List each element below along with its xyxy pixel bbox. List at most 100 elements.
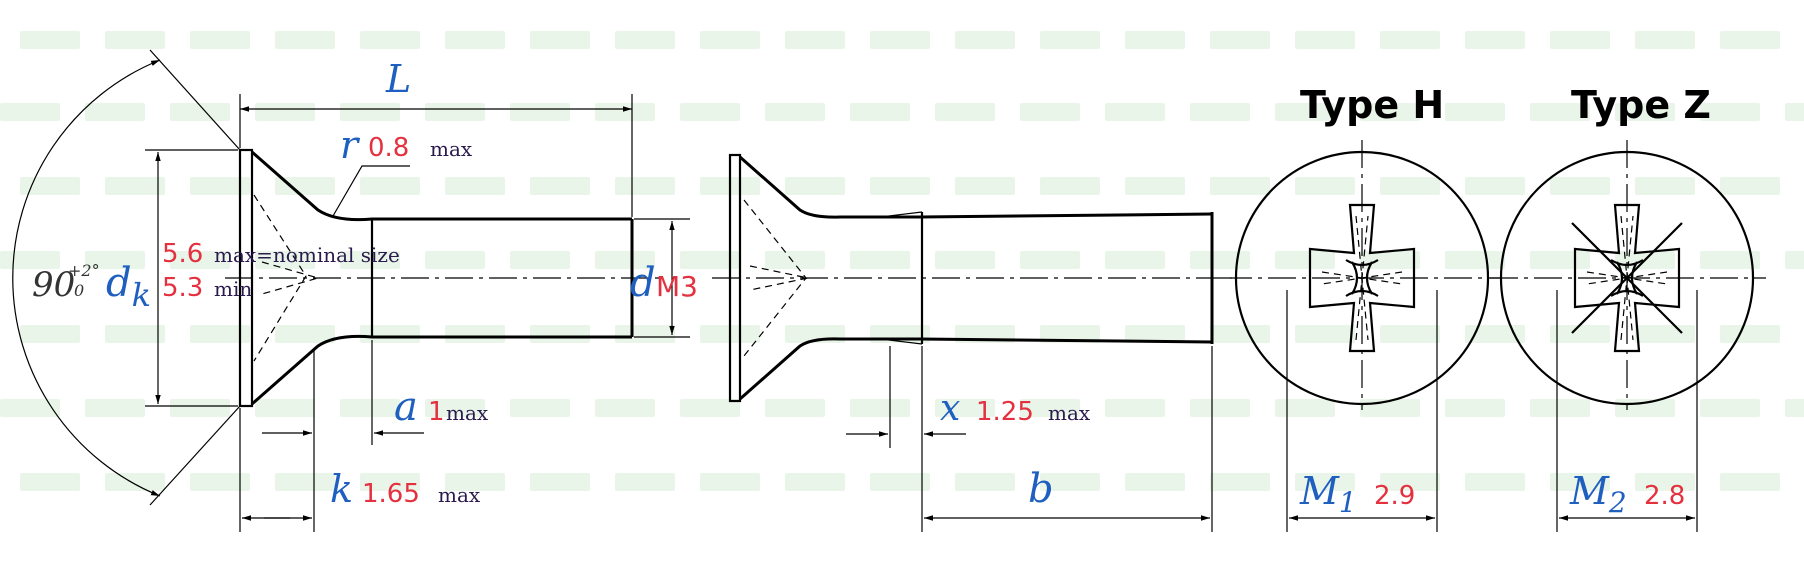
watermark-tile [1550, 177, 1610, 195]
m2-subscript: 2 [1608, 486, 1627, 519]
watermark-tile [1785, 103, 1804, 121]
k-symbol: k [330, 467, 353, 511]
side-view-dimensioned [12, 49, 690, 532]
watermark-tile [765, 251, 825, 269]
watermark-tile [1105, 103, 1165, 121]
type-h-recess [1224, 140, 1502, 532]
watermark-tile [1275, 399, 1335, 417]
watermark-tile [935, 399, 995, 417]
x-value: 1.25 [976, 397, 1034, 427]
watermark-tile [1295, 473, 1355, 491]
watermark-tile [680, 103, 740, 121]
watermark-tile [0, 103, 60, 121]
watermark-tile [1125, 177, 1185, 195]
watermark-tile [1275, 103, 1335, 121]
angle-tolerance-lower: 0 [74, 281, 84, 300]
watermark-tile [0, 251, 60, 269]
watermark-tile [510, 399, 570, 417]
watermark-tile [680, 251, 740, 269]
watermark-tile [595, 251, 655, 269]
watermark-tile [1530, 103, 1590, 121]
watermark-tile [700, 31, 760, 49]
dk-symbol: d [106, 260, 132, 306]
watermark-tile [1295, 325, 1355, 343]
watermark-tile [360, 325, 420, 343]
type-h-title: Type H [1300, 83, 1444, 127]
watermark-tile [105, 325, 165, 343]
watermark-tile [850, 399, 910, 417]
watermark-tile [1380, 177, 1440, 195]
watermark-tile [1635, 177, 1695, 195]
x-symbol: x [940, 388, 960, 429]
svg-text:M1: M1 [1299, 469, 1357, 519]
watermark-tile [530, 473, 590, 491]
watermark-tile [765, 399, 825, 417]
watermark-tile [1445, 103, 1505, 121]
dk-subscript: k [132, 276, 151, 314]
d-symbol: d [630, 260, 656, 306]
watermark-tile [1785, 251, 1804, 269]
watermark-tile [1530, 399, 1590, 417]
watermark-tile [615, 473, 675, 491]
k-limit: max [438, 483, 481, 507]
watermark-tile [615, 325, 675, 343]
watermark-tile [955, 177, 1015, 195]
watermark-tile [615, 177, 675, 195]
watermark-tile [275, 177, 335, 195]
watermark-tile [340, 103, 400, 121]
watermark-tile [1635, 325, 1695, 343]
watermark-tile [445, 177, 505, 195]
watermark-tile [1465, 31, 1525, 49]
watermark-tile [510, 103, 570, 121]
watermark-tile [1550, 473, 1610, 491]
a-value: 1 [428, 397, 445, 427]
angle-tolerance-upper: +2° [68, 261, 100, 280]
watermark-tile [850, 251, 910, 269]
watermark-tile [1210, 473, 1270, 491]
watermark-tile [340, 251, 400, 269]
watermark-tile [255, 399, 315, 417]
watermark-tile [785, 473, 845, 491]
watermark-tile [1550, 31, 1610, 49]
watermark-tile [190, 325, 250, 343]
watermark-tile [425, 251, 485, 269]
dk-max-note: max=nominal size [214, 243, 400, 267]
watermark-tile [1295, 177, 1355, 195]
L-symbol: L [385, 57, 411, 101]
side-view-thread [712, 153, 1232, 532]
watermark-tile [105, 177, 165, 195]
watermark-tile [935, 251, 995, 269]
watermark-pattern [0, 31, 1804, 491]
watermark-tile [530, 31, 590, 49]
watermark-tile [1210, 325, 1270, 343]
watermark-tile [1295, 31, 1355, 49]
watermark-tile [170, 103, 230, 121]
watermark-tile [20, 177, 80, 195]
watermark-tile [1125, 325, 1185, 343]
watermark-tile [1785, 399, 1804, 417]
watermark-tile [445, 473, 505, 491]
watermark-tile [1210, 31, 1270, 49]
watermark-tile [85, 103, 145, 121]
watermark-tile [1020, 251, 1080, 269]
watermark-tile [445, 31, 505, 49]
b-symbol: b [1028, 466, 1054, 512]
d-value: M3 [656, 270, 698, 303]
watermark-tile [1720, 177, 1780, 195]
watermark-tile [255, 251, 315, 269]
watermark-tile [1040, 31, 1100, 49]
watermark-tile [275, 31, 335, 49]
watermark-tile [1190, 399, 1250, 417]
watermark-tile [1020, 103, 1080, 121]
watermark-tile [0, 399, 60, 417]
watermark-tile [190, 31, 250, 49]
watermark-tile [1550, 325, 1610, 343]
watermark-tile [530, 177, 590, 195]
watermark-tile [1380, 325, 1440, 343]
watermark-tile [850, 103, 910, 121]
k-value: 1.65 [362, 479, 420, 509]
watermark-tile [1445, 399, 1505, 417]
watermark-tile [340, 399, 400, 417]
watermark-tile [425, 399, 485, 417]
dk-min-value: 5.3 [162, 273, 203, 303]
